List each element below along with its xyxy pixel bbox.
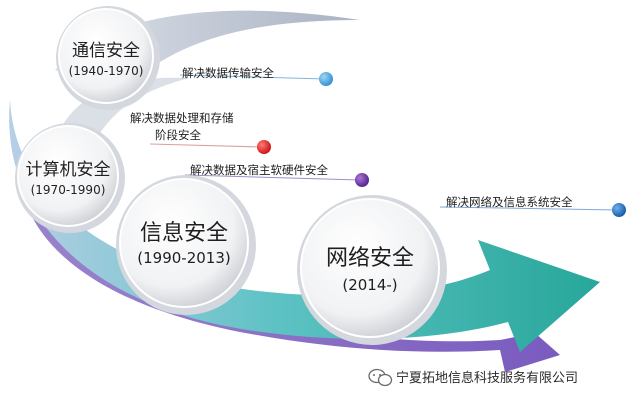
stage-node: 信息安全 (1990-2013) [116, 175, 256, 315]
connector-line [439, 206, 618, 211]
stage-node: 计算机安全 (1970-1990) [15, 123, 125, 233]
goal-dot [355, 173, 369, 187]
stage-title: 信息安全 [140, 221, 228, 246]
stage-years: (1990-2013) [137, 249, 230, 267]
watermark-text: 宁夏拓地信息科技服务有限公司 [396, 370, 578, 386]
goal-text: 阶段安全 [155, 128, 201, 142]
goal-text: 解决网络及信息系统安全 [446, 195, 573, 209]
stage-title: 计算机安全 [26, 160, 111, 180]
stage-years: (2014-) [342, 276, 397, 294]
goal-dot [612, 203, 626, 217]
goal-text: 解决数据处理和存储 [130, 111, 234, 125]
watermark: 宁夏拓地信息科技服务有限公司 [368, 368, 578, 387]
goal-dot [319, 72, 333, 86]
connector-line [184, 174, 361, 181]
stage-years: (1970-1990) [31, 183, 106, 197]
stage-title: 通信安全 [72, 41, 140, 61]
stage-years: (1940-1970) [69, 64, 144, 78]
goal-text: 解决数据及宿主软硬件安全 [190, 163, 328, 177]
stage-title: 网络安全 [326, 246, 414, 271]
stage-node: 网络安全 (2014-) [297, 195, 447, 345]
wechat-icon [368, 368, 393, 387]
goal-text: 解决数据传输安全 [182, 66, 274, 80]
connector-line [149, 143, 263, 148]
goal-dot [257, 140, 271, 154]
stage-node: 通信安全 (1940-1970) [56, 6, 160, 110]
connector-line [179, 74, 327, 80]
